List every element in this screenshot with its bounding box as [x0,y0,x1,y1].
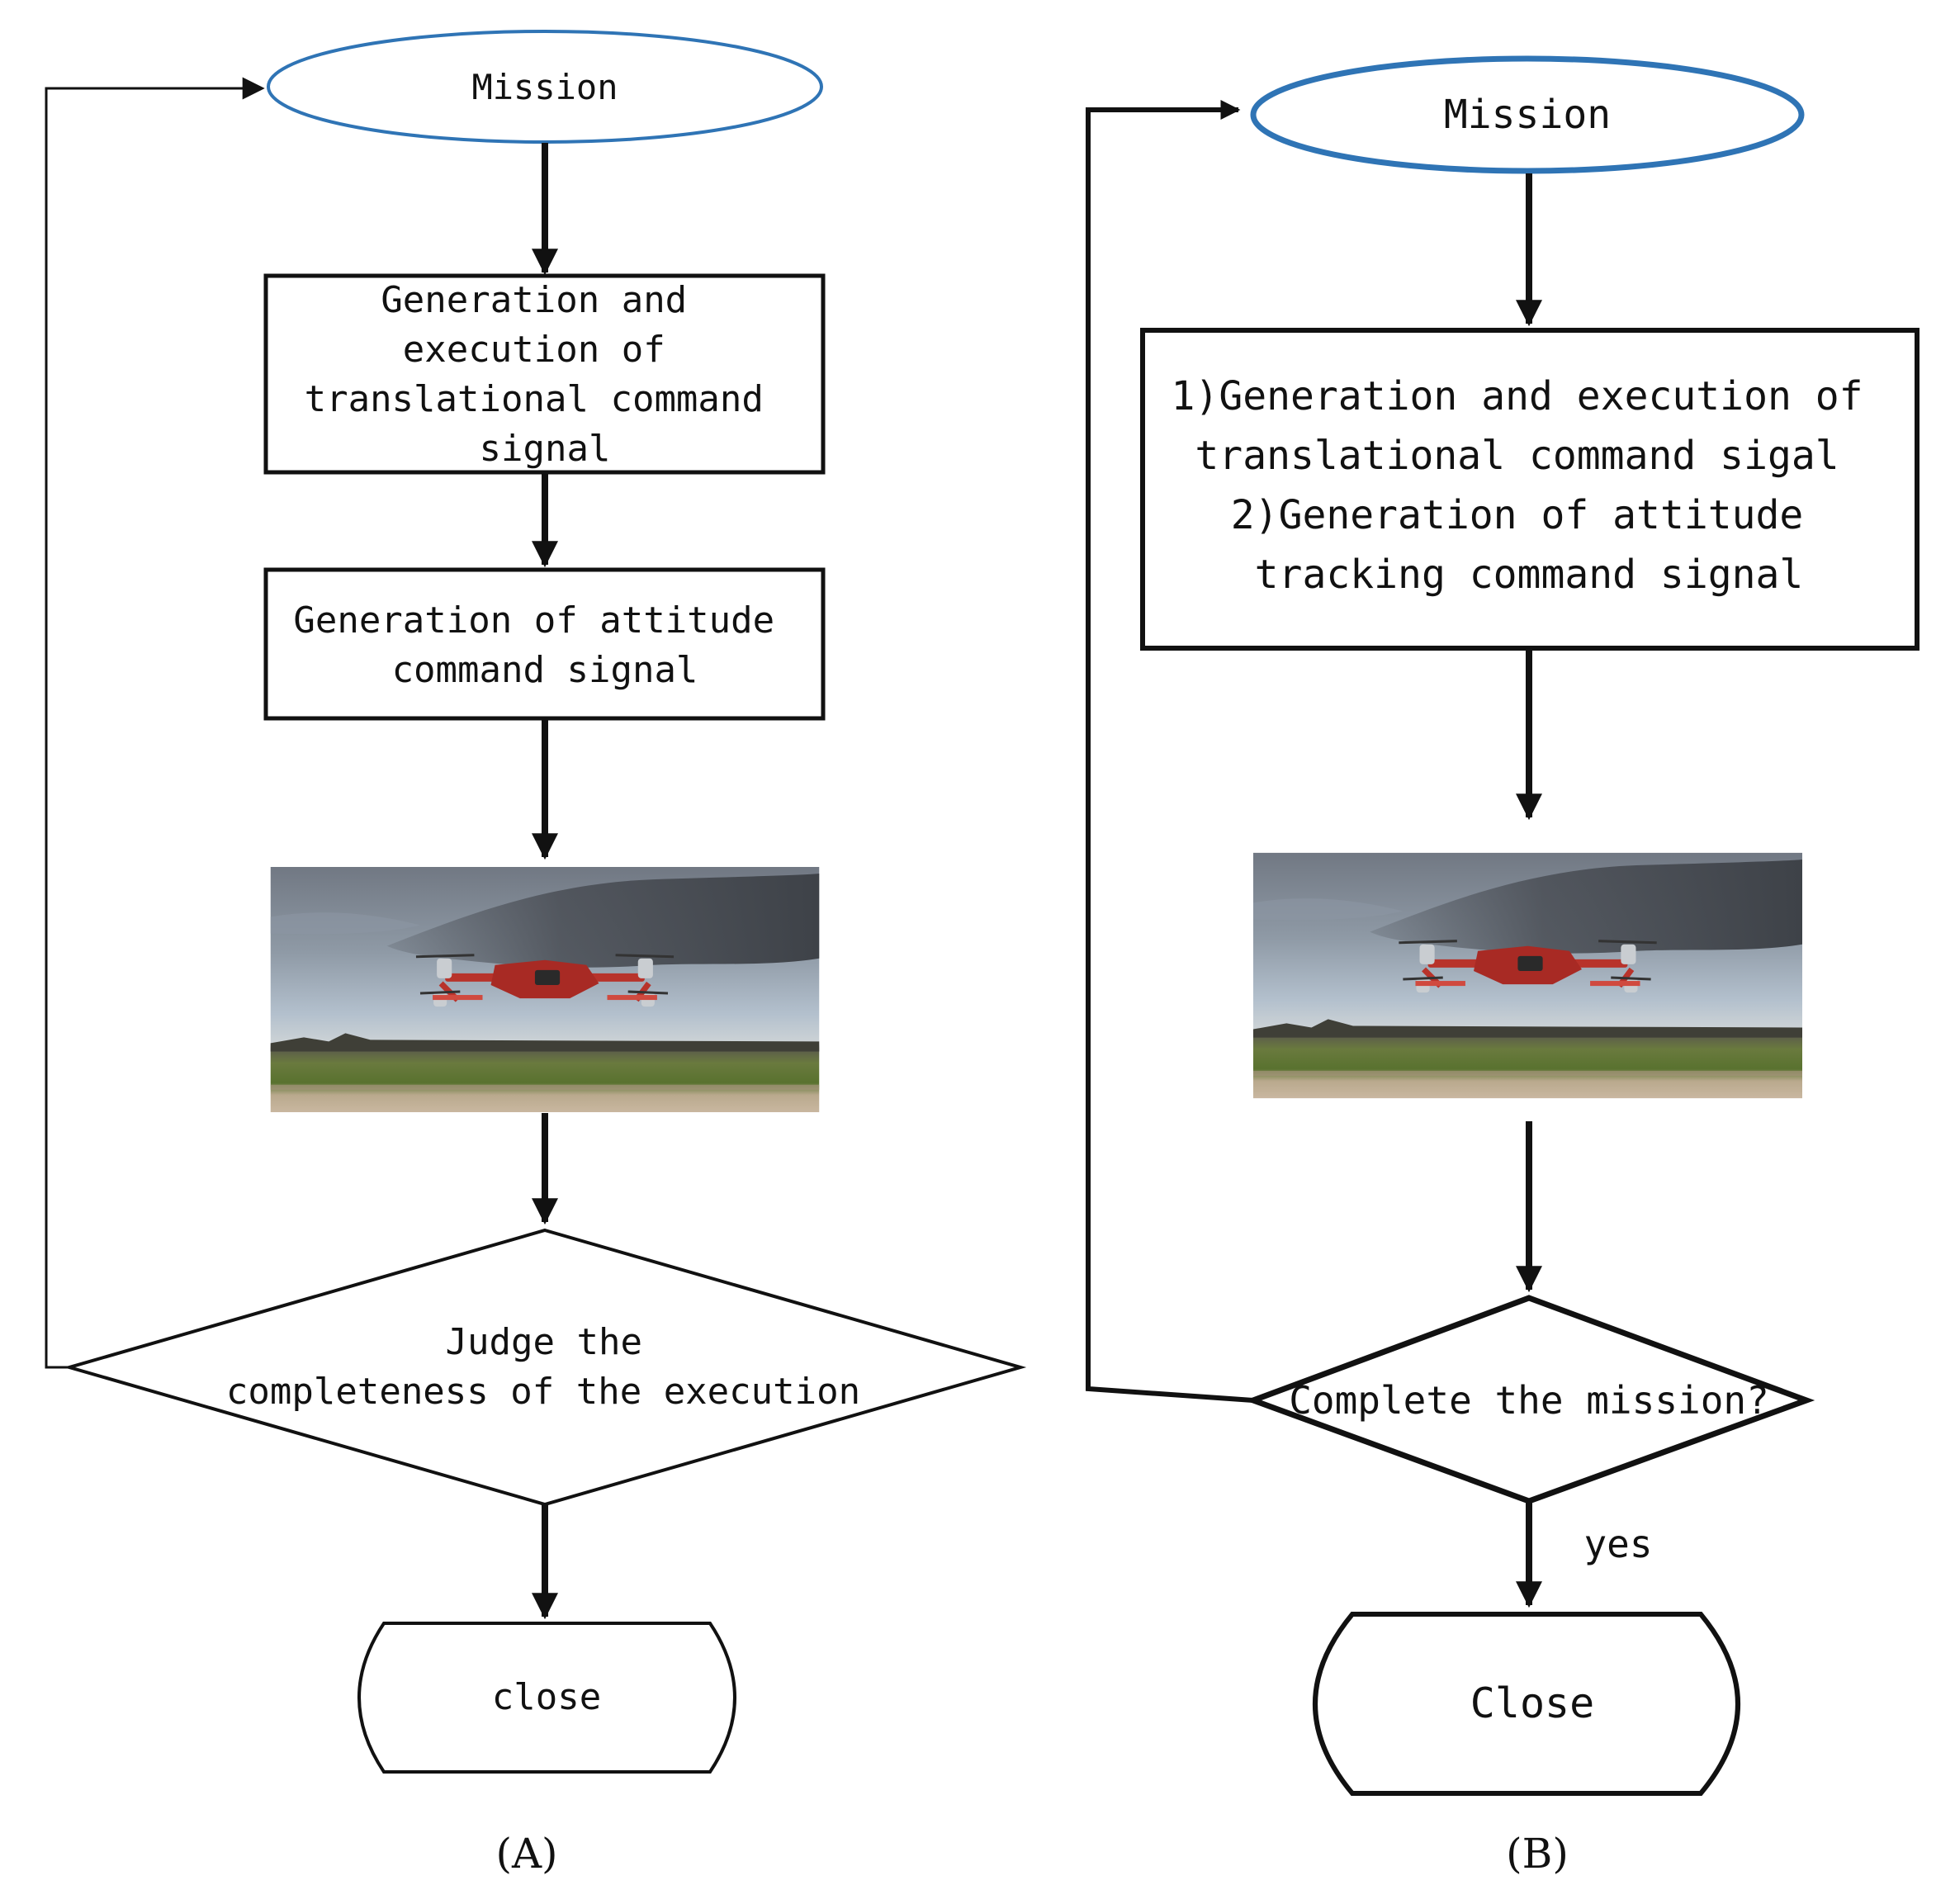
panel-b-start-node [1250,55,1805,174]
panel-a-decision-node [63,1228,1027,1507]
panel-b-step1-line4: tracking command signal [1255,552,1804,598]
panel-b-feedback-loop [1086,100,1254,1403]
drone-photo-icon [1253,853,1802,1098]
panel-a-start-label: Mission [471,67,618,107]
panel-b-end-label: Close [1470,1679,1595,1727]
panel-a-step1-line2: execution of [403,329,665,371]
panel-a: Mission Generation and execution of tran… [45,30,1027,1878]
drone-photo-icon [271,867,819,1112]
panel-a-start-node [267,30,823,144]
panel-b-end-node [1313,1612,1740,1796]
panel-b-step-combined [1140,328,1919,651]
panel-a-step-attitude [263,567,826,721]
panel-b-step-combined-text: 1)Generation and execution of translatio… [1172,373,1887,598]
panel-a-decision-text: Judge the completeness of the execution [226,1321,860,1413]
panel-a-caption: (A) [495,1830,557,1878]
panel-a-end-label: close [492,1676,601,1718]
panel-a-decision-line2: completeness of the execution [226,1371,860,1413]
panel-a-step1-line1: Generation and [381,279,687,321]
panel-b-decision-label: Complete the mission? [1289,1378,1769,1423]
panel-b-decision-node [1244,1295,1815,1504]
panel-b: Mission 1)Generation and execution of tr… [1086,55,1919,1878]
panel-a-decision-line1: Judge the [446,1321,642,1363]
panel-b-step1-line3: 2)Generation of attitude [1231,492,1804,538]
panel-a-feedback-loop [45,77,265,1369]
panel-a-step-translational [263,273,826,475]
panel-b-start-label: Mission [1444,92,1611,138]
panel-b-step1-line1: 1)Generation and execution of [1172,373,1863,419]
panel-a-end-node [357,1622,736,1774]
panel-b-step1-line2: translational command sigal [1195,433,1839,479]
panel-a-step2-line1: Generation of attitude [293,599,774,642]
panel-a-step1-line3: translational command [305,378,764,420]
panel-b-yes-label: yes [1583,1522,1652,1566]
panel-a-step-attitude-text: Generation of attitude command signal [293,599,796,691]
panel-a-step1-line4: signal [480,428,611,470]
panel-a-step2-line2: command signal [392,649,698,691]
panel-b-caption: (B) [1506,1830,1569,1878]
panel-a-step-translational-text: Generation and execution of translationa… [305,279,786,470]
